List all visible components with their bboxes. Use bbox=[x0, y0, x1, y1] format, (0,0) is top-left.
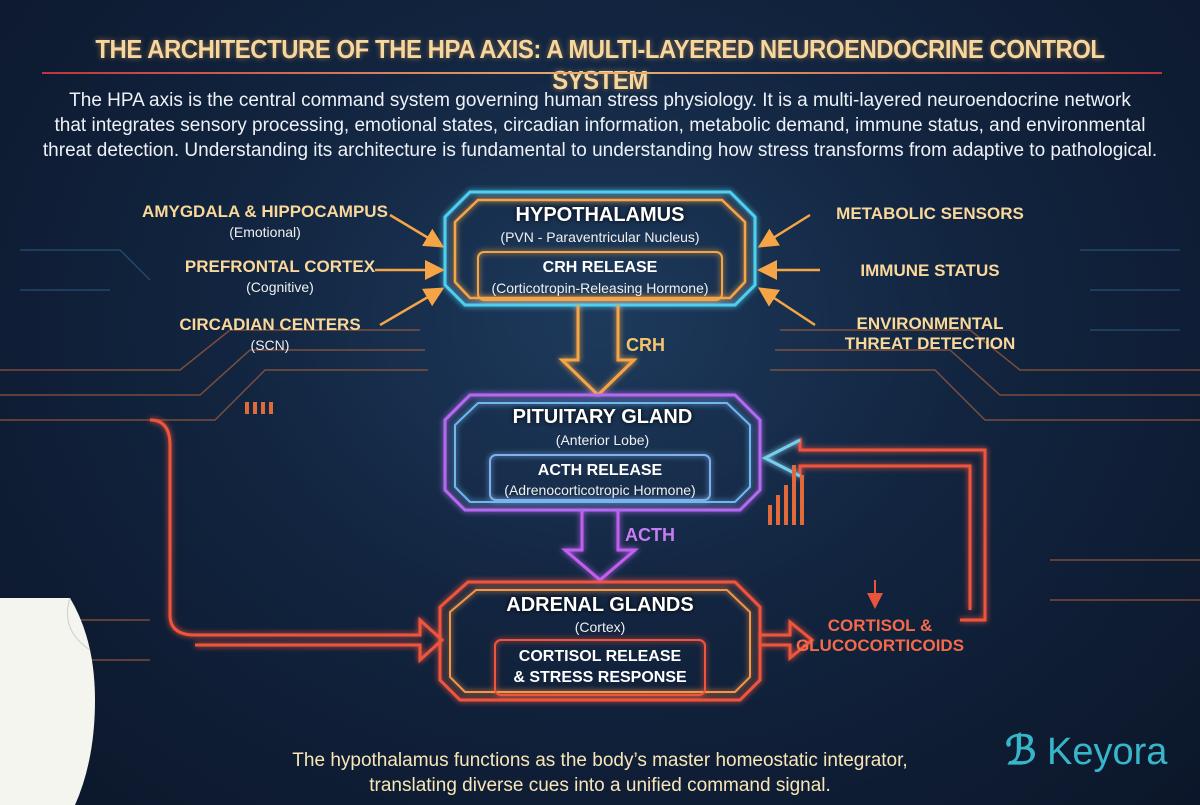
cortisol-release-line1: CORTISOL RELEASE bbox=[518, 648, 682, 665]
acth-release-subtitle: (Adrenocorticotropic Hormone) bbox=[504, 482, 696, 498]
cortisol-output-label: CORTISOL &GLUCOCORTICOIDS bbox=[790, 616, 970, 656]
intro-paragraph: The HPA axis is the central command syst… bbox=[40, 88, 1160, 163]
logo-text: Keyora bbox=[1047, 731, 1168, 773]
crh-release-title: CRH RELEASE bbox=[542, 259, 658, 276]
input-prefrontal: PREFRONTAL CORTEX (Cognitive) bbox=[160, 257, 400, 297]
caption-line: translating diverse cues into a unified … bbox=[369, 775, 831, 796]
adrenal-title: ADRENAL GLANDS bbox=[506, 594, 694, 616]
cortisol-release-line2: & STRESS RESPONSE bbox=[513, 669, 687, 686]
intro-line: threat detection. Understanding its arch… bbox=[42, 140, 1158, 161]
input-sublabel: (Cognitive) bbox=[246, 279, 314, 295]
output-line: CORTISOL & bbox=[827, 616, 933, 635]
input-immune: IMMUNE STATUS bbox=[860, 261, 1000, 280]
logo-mark-icon: ℬ bbox=[1005, 729, 1037, 773]
pituitary-title: PITUITARY GLAND bbox=[512, 406, 693, 428]
keyora-logo: ℬ Keyora bbox=[1005, 728, 1167, 774]
input-circadian: CIRCADIAN CENTERS (SCN) bbox=[150, 315, 390, 355]
hypothalamus-outer bbox=[443, 190, 757, 307]
hypothalamus-title: HYPOTHALAMUS bbox=[515, 204, 685, 226]
caption: The hypothalamus functions as the body’s… bbox=[200, 748, 1000, 798]
caption-line: The hypothalamus functions as the body’s… bbox=[292, 750, 908, 771]
acth-release-title: ACTH RELEASE bbox=[537, 462, 663, 479]
input-amygdala: AMYGDALA & HIPPOCAMPUS (Emotional) bbox=[140, 202, 390, 242]
input-label: ENVIRONMENTAL bbox=[856, 314, 1004, 333]
input-label: CIRCADIAN CENTERS bbox=[179, 315, 361, 334]
hypothalamus-subtitle: (PVN - Paraventricular Nucleus) bbox=[500, 229, 700, 245]
input-label: THREAT DETECTION bbox=[844, 334, 1016, 353]
crh-release-subtitle: (Corticotropin-Releasing Hormone) bbox=[491, 280, 709, 296]
intro-line: that integrates sensory processing, emot… bbox=[54, 115, 1146, 136]
input-label: PREFRONTAL CORTEX bbox=[184, 257, 376, 276]
page-title: THE ARCHITECTURE OF THE HPA AXIS: A MULT… bbox=[95, 34, 1105, 95]
pituitary-subtitle: (Anterior Lobe) bbox=[555, 432, 650, 448]
title-divider bbox=[42, 72, 1162, 74]
input-metabolic: METABOLIC SENSORS bbox=[836, 204, 1024, 223]
acth-label: ACTH bbox=[625, 525, 675, 545]
intro-line: The HPA axis is the central command syst… bbox=[69, 90, 1131, 111]
page-curl bbox=[0, 598, 95, 805]
input-label: AMYGDALA & HIPPOCAMPUS bbox=[142, 202, 388, 221]
adrenal-subtitle: (Cortex) bbox=[574, 619, 626, 635]
input-sublabel: (SCN) bbox=[250, 337, 290, 353]
output-line: GLUCOCORTICOIDS bbox=[795, 636, 965, 655]
input-sublabel: (Emotional) bbox=[229, 224, 301, 240]
crh-label: CRH bbox=[626, 335, 665, 355]
